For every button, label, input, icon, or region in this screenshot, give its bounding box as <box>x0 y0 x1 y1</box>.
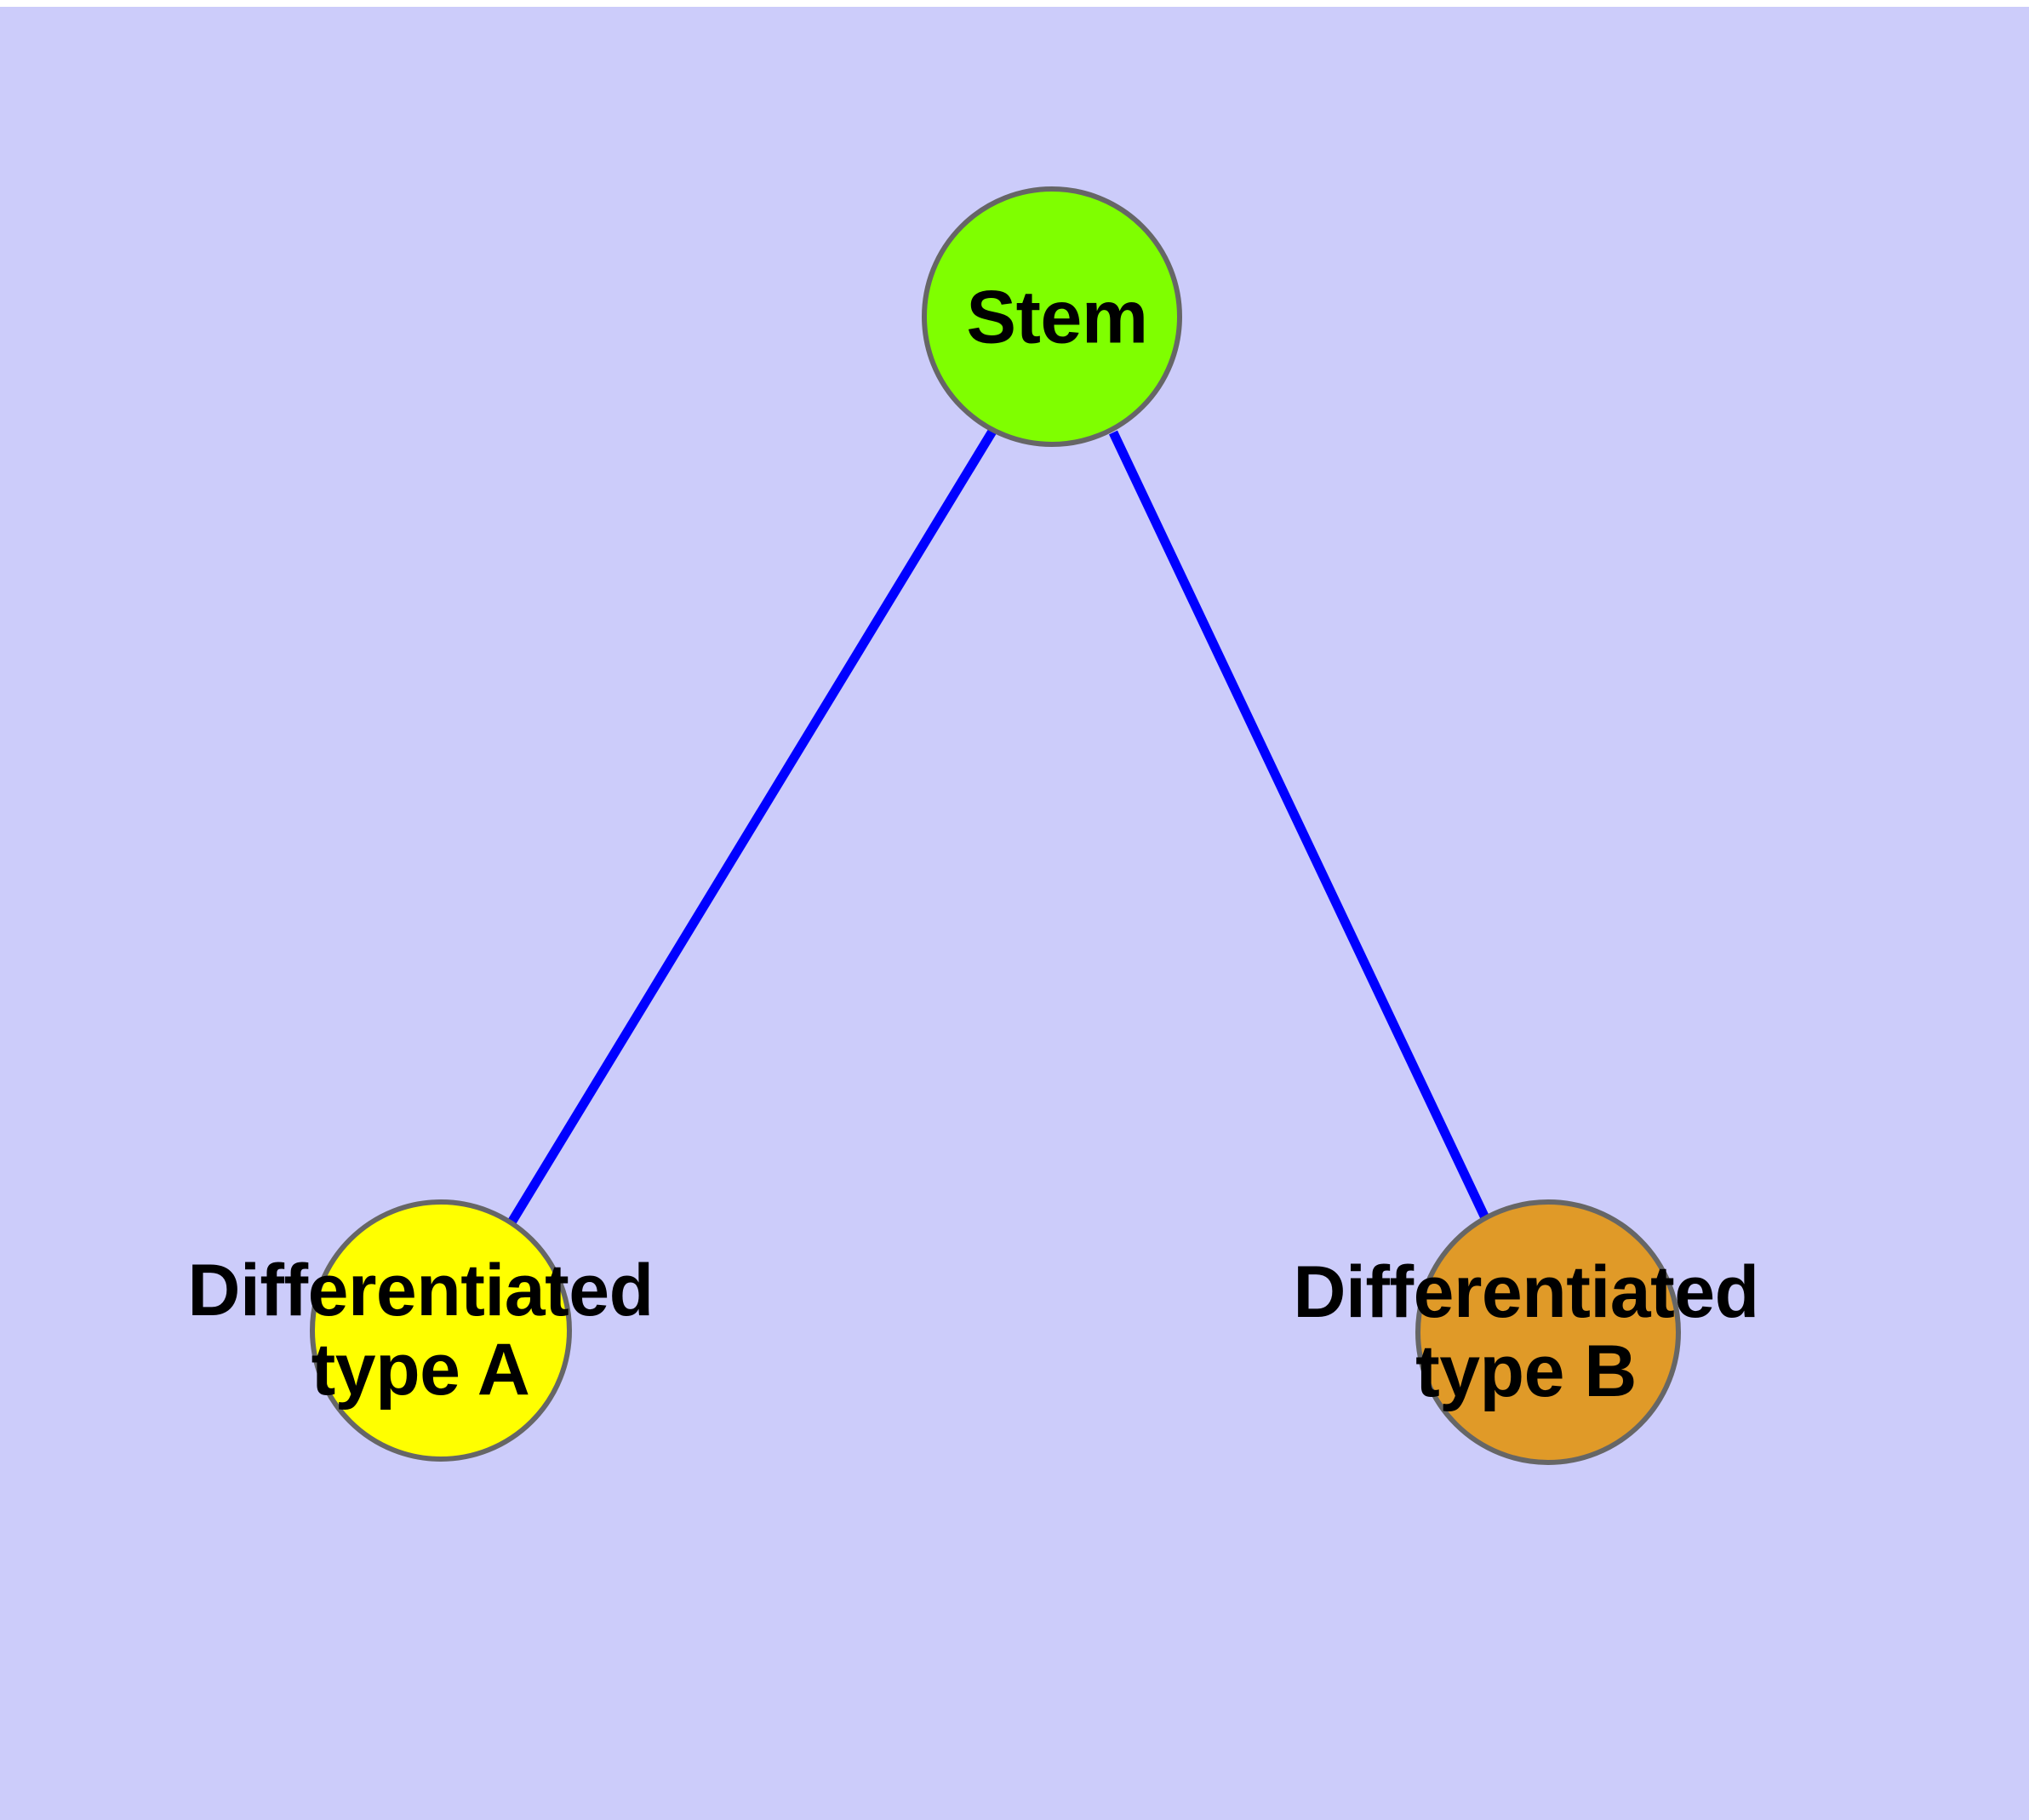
node-diff-b[interactable] <box>1415 1199 1681 1465</box>
edge-stem-to-diff-a <box>507 427 997 1225</box>
edge-layer <box>507 427 1492 1226</box>
node-layer <box>310 186 1681 1465</box>
node-diff-a[interactable] <box>310 1199 572 1462</box>
node-stem[interactable] <box>922 186 1182 447</box>
edge-stem-to-diff-b <box>1109 430 1492 1226</box>
